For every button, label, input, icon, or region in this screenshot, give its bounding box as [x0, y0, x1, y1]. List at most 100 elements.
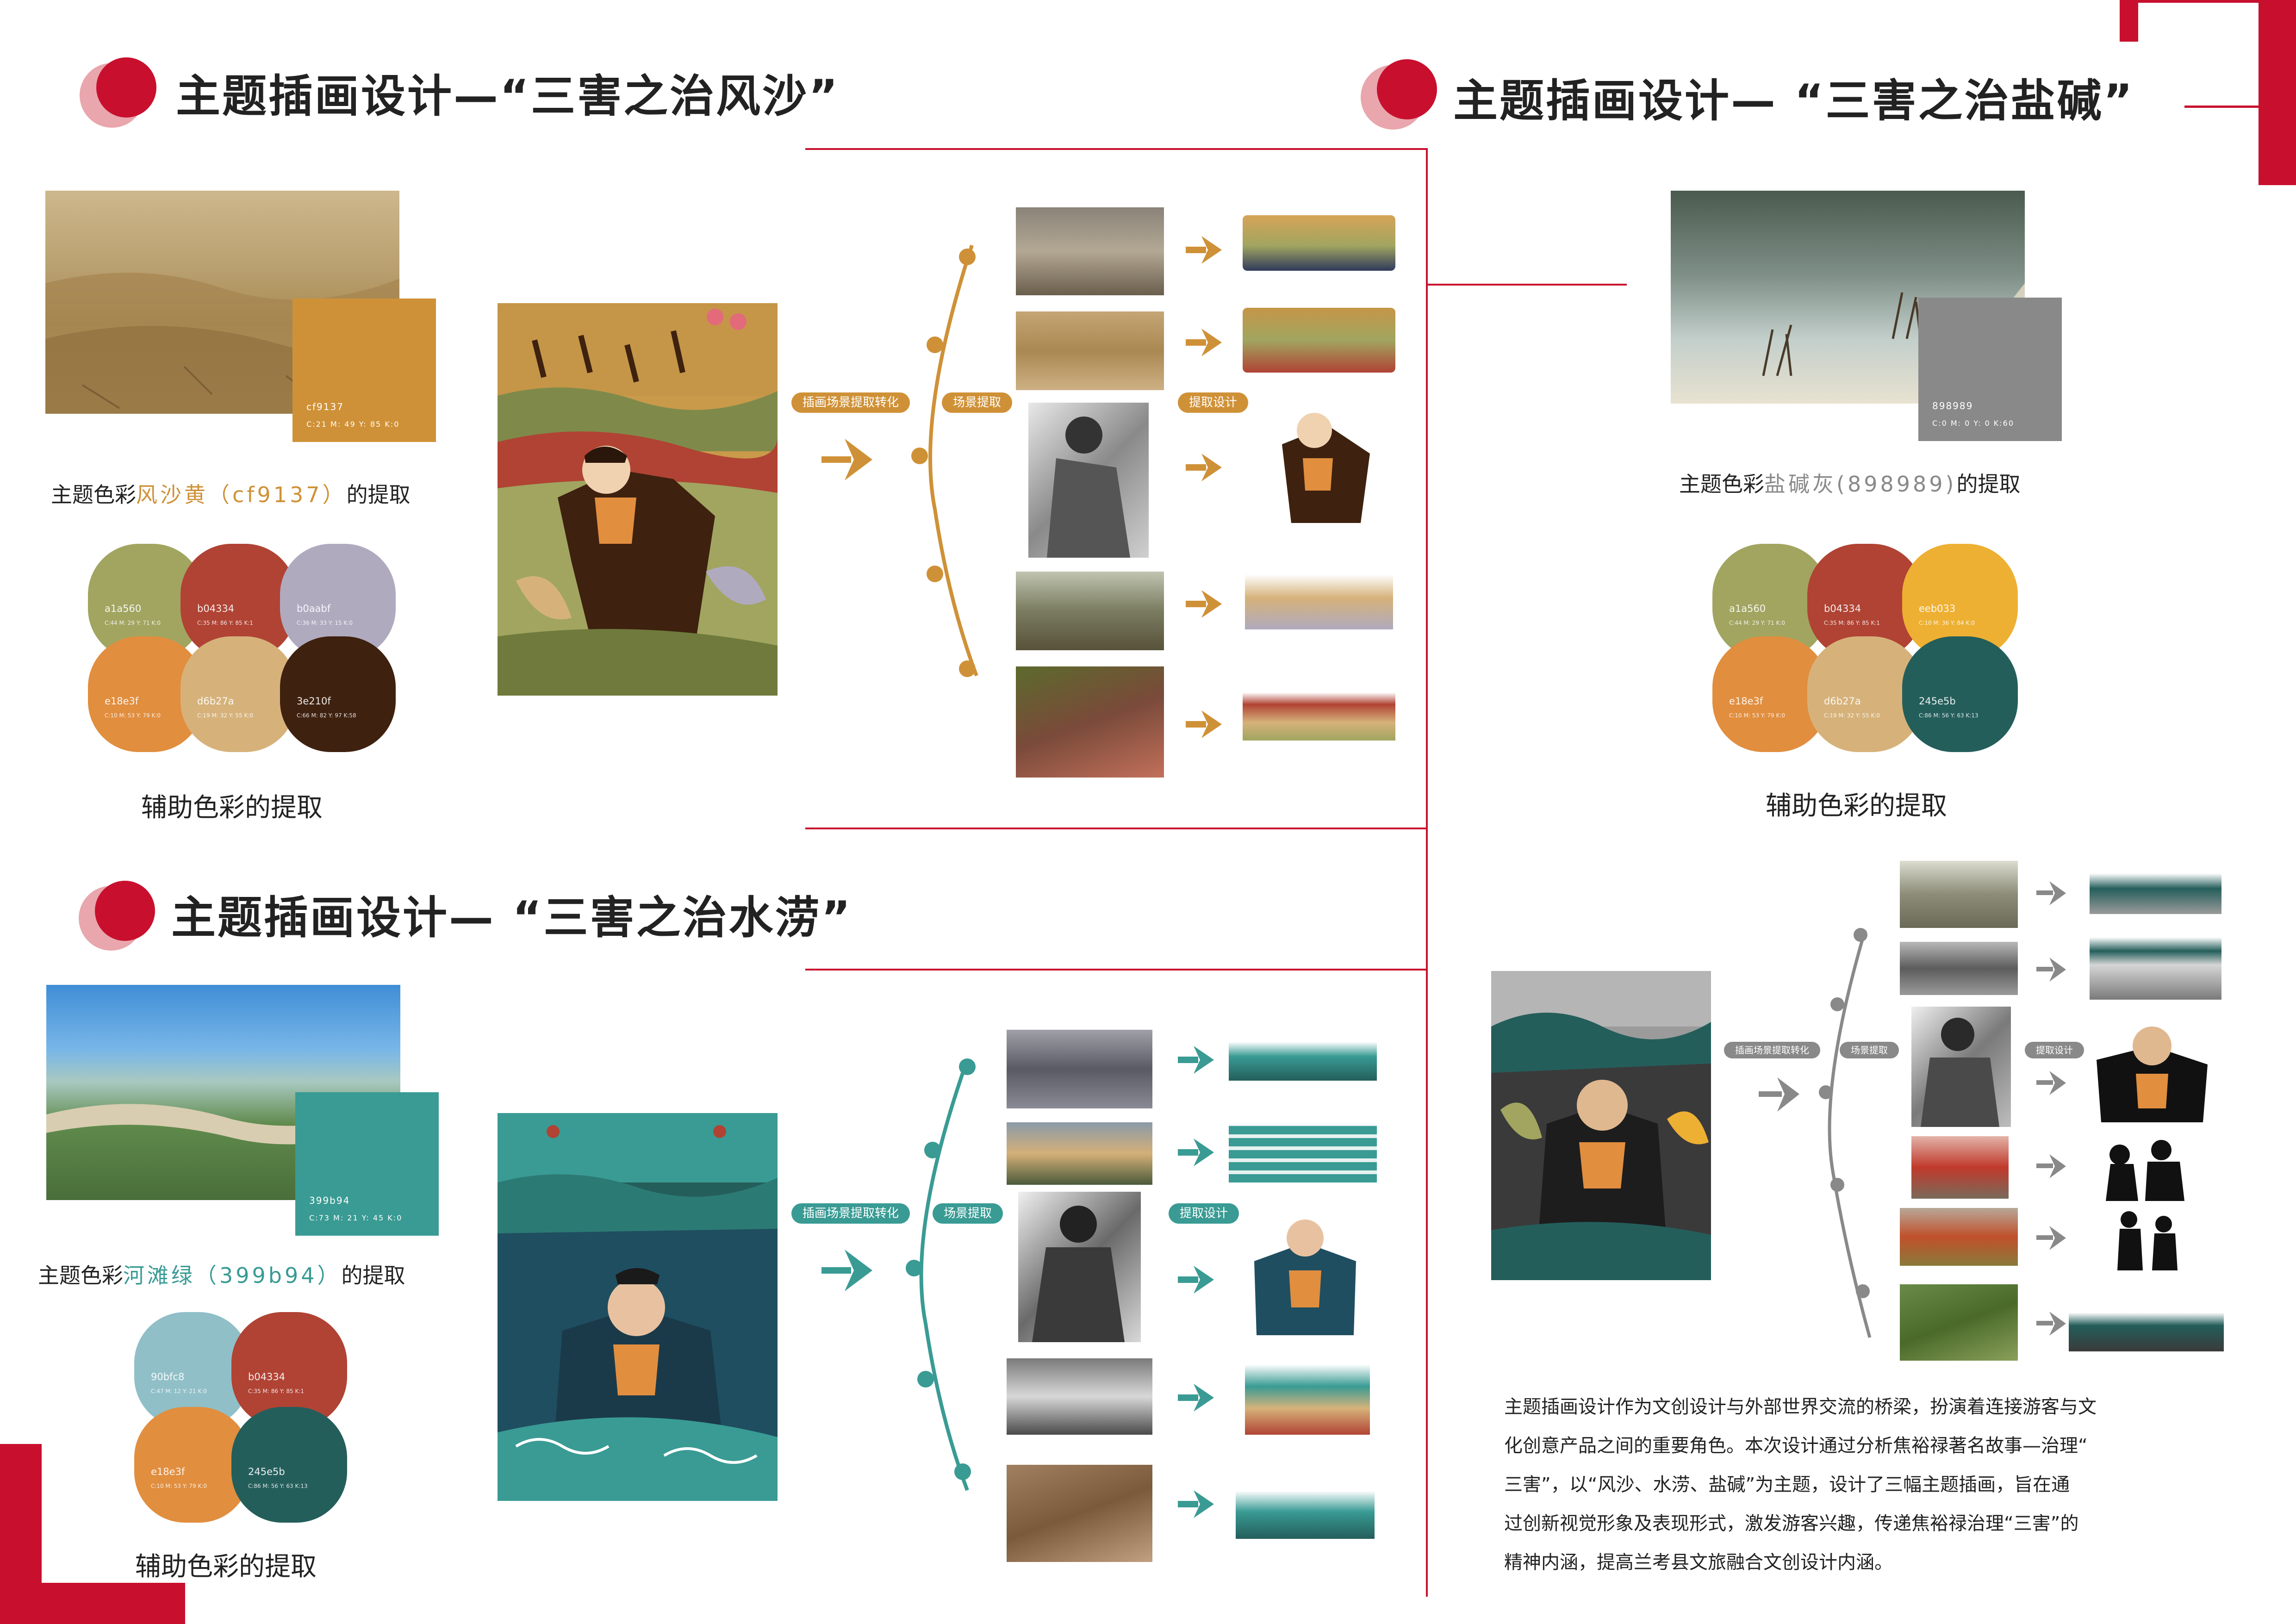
photo-yanjian-2 [1900, 942, 2018, 995]
pill-design-extract: 提取设计 [1169, 1203, 1239, 1224]
photo-shuilao-2 [1007, 1122, 1152, 1185]
design-shuilao-4 [1245, 1347, 1370, 1435]
photo-shuilao-4 [1007, 1358, 1152, 1435]
aux-color-5: d6b27a C:19 M: 32 Y: 55 K:0 [180, 636, 296, 752]
portrait-bw [1047, 417, 1130, 558]
aux-color-4: e18e3f C:10 M: 53 Y: 79 K:0 [88, 636, 204, 752]
swatch-cmyk: C:0 M: 0 Y: 0 K:60 [1932, 419, 2015, 428]
theme-color-caption-fengsha: 主题色彩风沙黄（cf9137）的提取 [51, 482, 411, 507]
photo-fengsha-5 [1016, 666, 1164, 778]
design-fengsha-2 [1243, 308, 1395, 373]
section-title-yanjian: 主题插画设计— “三害之治盐碱” [1453, 75, 2134, 127]
divider-vertical [1426, 148, 1428, 1597]
photo-fengsha-4 [1016, 572, 1164, 650]
photo-yanjian-6 [1900, 1284, 2018, 1361]
description-line: 过创新视觉形象及表现形式，激发游客兴趣，传递焦裕禄治理“三害”的 [1504, 1513, 2079, 1534]
illustration-shuilao [498, 1113, 778, 1501]
photo-yanjian-1 [1900, 861, 2018, 928]
title-underline-yanjian [2184, 106, 2259, 108]
arrow-right-icon [1178, 1139, 1214, 1166]
photo-shuilao-5 [1007, 1465, 1152, 1562]
description-line: 三害”，以“风沙、水涝、盐碱”为主题，设计了三幅主题插画，旨在通 [1504, 1474, 2070, 1495]
arrow-right-icon [1178, 1384, 1214, 1412]
corner-line-top-right [2120, 0, 2296, 3]
pill-design-extract: 提取设计 [2025, 1042, 2084, 1058]
arrow-right-icon [2036, 1071, 2066, 1095]
aux-color-6: 245e5b C:86 M: 56 Y: 63 K:13 [1902, 636, 2018, 752]
theme-swatch-fengsha: cf9137 C:21 M: 49 Y: 85 K:0 [292, 299, 436, 442]
aux-color-6: 3e210f C:66 M: 82 Y: 97 K:58 [280, 636, 396, 752]
arrow-right-icon [1186, 236, 1222, 264]
corner-block-top-right-2 [2259, 0, 2296, 185]
arrow-right-icon [1178, 1490, 1214, 1518]
design-fengsha-4 [1245, 551, 1393, 629]
arrow-right-icon [2036, 1226, 2066, 1250]
photo-shuilao-3 [1018, 1192, 1141, 1342]
illustration-shuilao-art [498, 1113, 778, 1501]
description-line: 化创意产品之间的重要角色。本次设计通过分析焦裕禄著名故事—治理“ [1504, 1435, 2088, 1456]
swatch-cmyk: C:21 M: 49 Y: 85 K:0 [306, 420, 400, 429]
portrait-bw [1032, 1206, 1125, 1342]
pill-scene-extract: 场景提取 [1840, 1042, 1899, 1058]
divider-shuilao [805, 969, 1428, 971]
pill-scene-extract: 场景提取 [942, 392, 1013, 413]
photo-yanjian-3 [1911, 1007, 2011, 1127]
title-dot [96, 57, 156, 118]
title-dot [1377, 59, 1437, 119]
theme-color-caption-yanjian: 主题色彩盐碱灰(898989)的提取 [1679, 472, 2021, 497]
design-yanjian-6 [2069, 1287, 2224, 1351]
aux-color-2: b04334 C:35 M: 86 Y: 85 K:1 [231, 1312, 347, 1428]
pill-design-extract: 提取设计 [1178, 392, 1249, 413]
title-dot [95, 881, 155, 941]
arrow-right-icon [1178, 1266, 1214, 1294]
design-fengsha-5 [1243, 680, 1395, 740]
timeline-curve-shuilao [906, 1058, 976, 1491]
arrow-right-icon [2036, 958, 2066, 982]
description-line: 精神内涵，提高兰考县文旅融合文创设计内涵。 [1504, 1552, 1893, 1573]
section-title-shuilao: 主题插画设计— “三害之治水涝” [171, 892, 852, 944]
pill-scene-transform: 插画场景提取转化 [1724, 1042, 1820, 1058]
photo-fengsha-1 [1016, 207, 1164, 295]
design-shuilao-2 [1229, 1125, 1377, 1182]
section-title-fengsha: 主题插画设计—“三害之治风沙” [176, 70, 840, 122]
design-yanjian-5 [2110, 1208, 2184, 1270]
corner-block-top-right [2120, 0, 2138, 42]
aux-color-4: 245e5b C:86 M: 56 Y: 63 K:13 [231, 1407, 347, 1523]
swatch-hex: cf9137 [306, 401, 344, 412]
arrow-right-icon [821, 439, 872, 480]
photo-shuilao-1 [1007, 1030, 1152, 1108]
design-yanjian-1 [2090, 863, 2221, 914]
swatch-cmyk: C:73 M: 21 Y: 45 K:0 [309, 1213, 403, 1222]
timeline-curve-yanjian [1819, 928, 1872, 1338]
swatch-hex: 898989 [1932, 400, 1973, 411]
arrow-right-icon [1759, 1077, 1799, 1112]
arrow-right-icon [2036, 881, 2066, 905]
aux-color-3: e18e3f C:10 M: 53 Y: 79 K:0 [134, 1407, 250, 1523]
design-shuilao-5 [1236, 1479, 1375, 1539]
arrow-right-icon [2036, 1312, 2066, 1336]
corner-line-top-right-v [2120, 0, 2122, 42]
illustration-fengsha [498, 303, 778, 696]
pill-scene-transform: 插画场景提取转化 [791, 392, 910, 413]
timeline-curve-fengsha [911, 244, 978, 677]
design-figure [1254, 1220, 1356, 1335]
design-figure [1282, 413, 1370, 523]
design-fengsha-1 [1243, 215, 1395, 271]
description-paragraph: 主题插画设计作为文创设计与外部世界交流的桥梁，扮演着连接游客与文 化创意产品之间… [1504, 1388, 2231, 1582]
arrow-right-icon [2036, 1154, 2066, 1178]
description-line: 主题插画设计作为文创设计与外部世界交流的桥梁，扮演着连接游客与文 [1504, 1396, 2097, 1418]
photo-yanjian-4 [1911, 1136, 2009, 1199]
design-yanjian-3 [2087, 1009, 2215, 1122]
silhouette-group [2117, 1211, 2178, 1270]
theme-swatch-shuilao: 399b94 C:73 M: 21 Y: 45 K:0 [295, 1092, 439, 1236]
illustration-yanjian [1491, 971, 1711, 1280]
theme-color-caption-shuilao: 主题色彩河滩绿（399b94）的提取 [38, 1263, 405, 1288]
pill-scene-extract: 场景提取 [933, 1203, 1003, 1224]
photo-yanjian-5 [1900, 1208, 2018, 1266]
divider-mid [805, 828, 1428, 829]
illustration-yanjian-art [1491, 971, 1711, 1280]
theme-swatch-yanjian: 898989 C:0 M: 0 Y: 0 K:60 [1918, 298, 2062, 441]
portrait-bw [1921, 1018, 1999, 1127]
aux-caption-yanjian: 辅助色彩的提取 [1766, 791, 1947, 821]
divider-yanjian [1428, 284, 1627, 286]
